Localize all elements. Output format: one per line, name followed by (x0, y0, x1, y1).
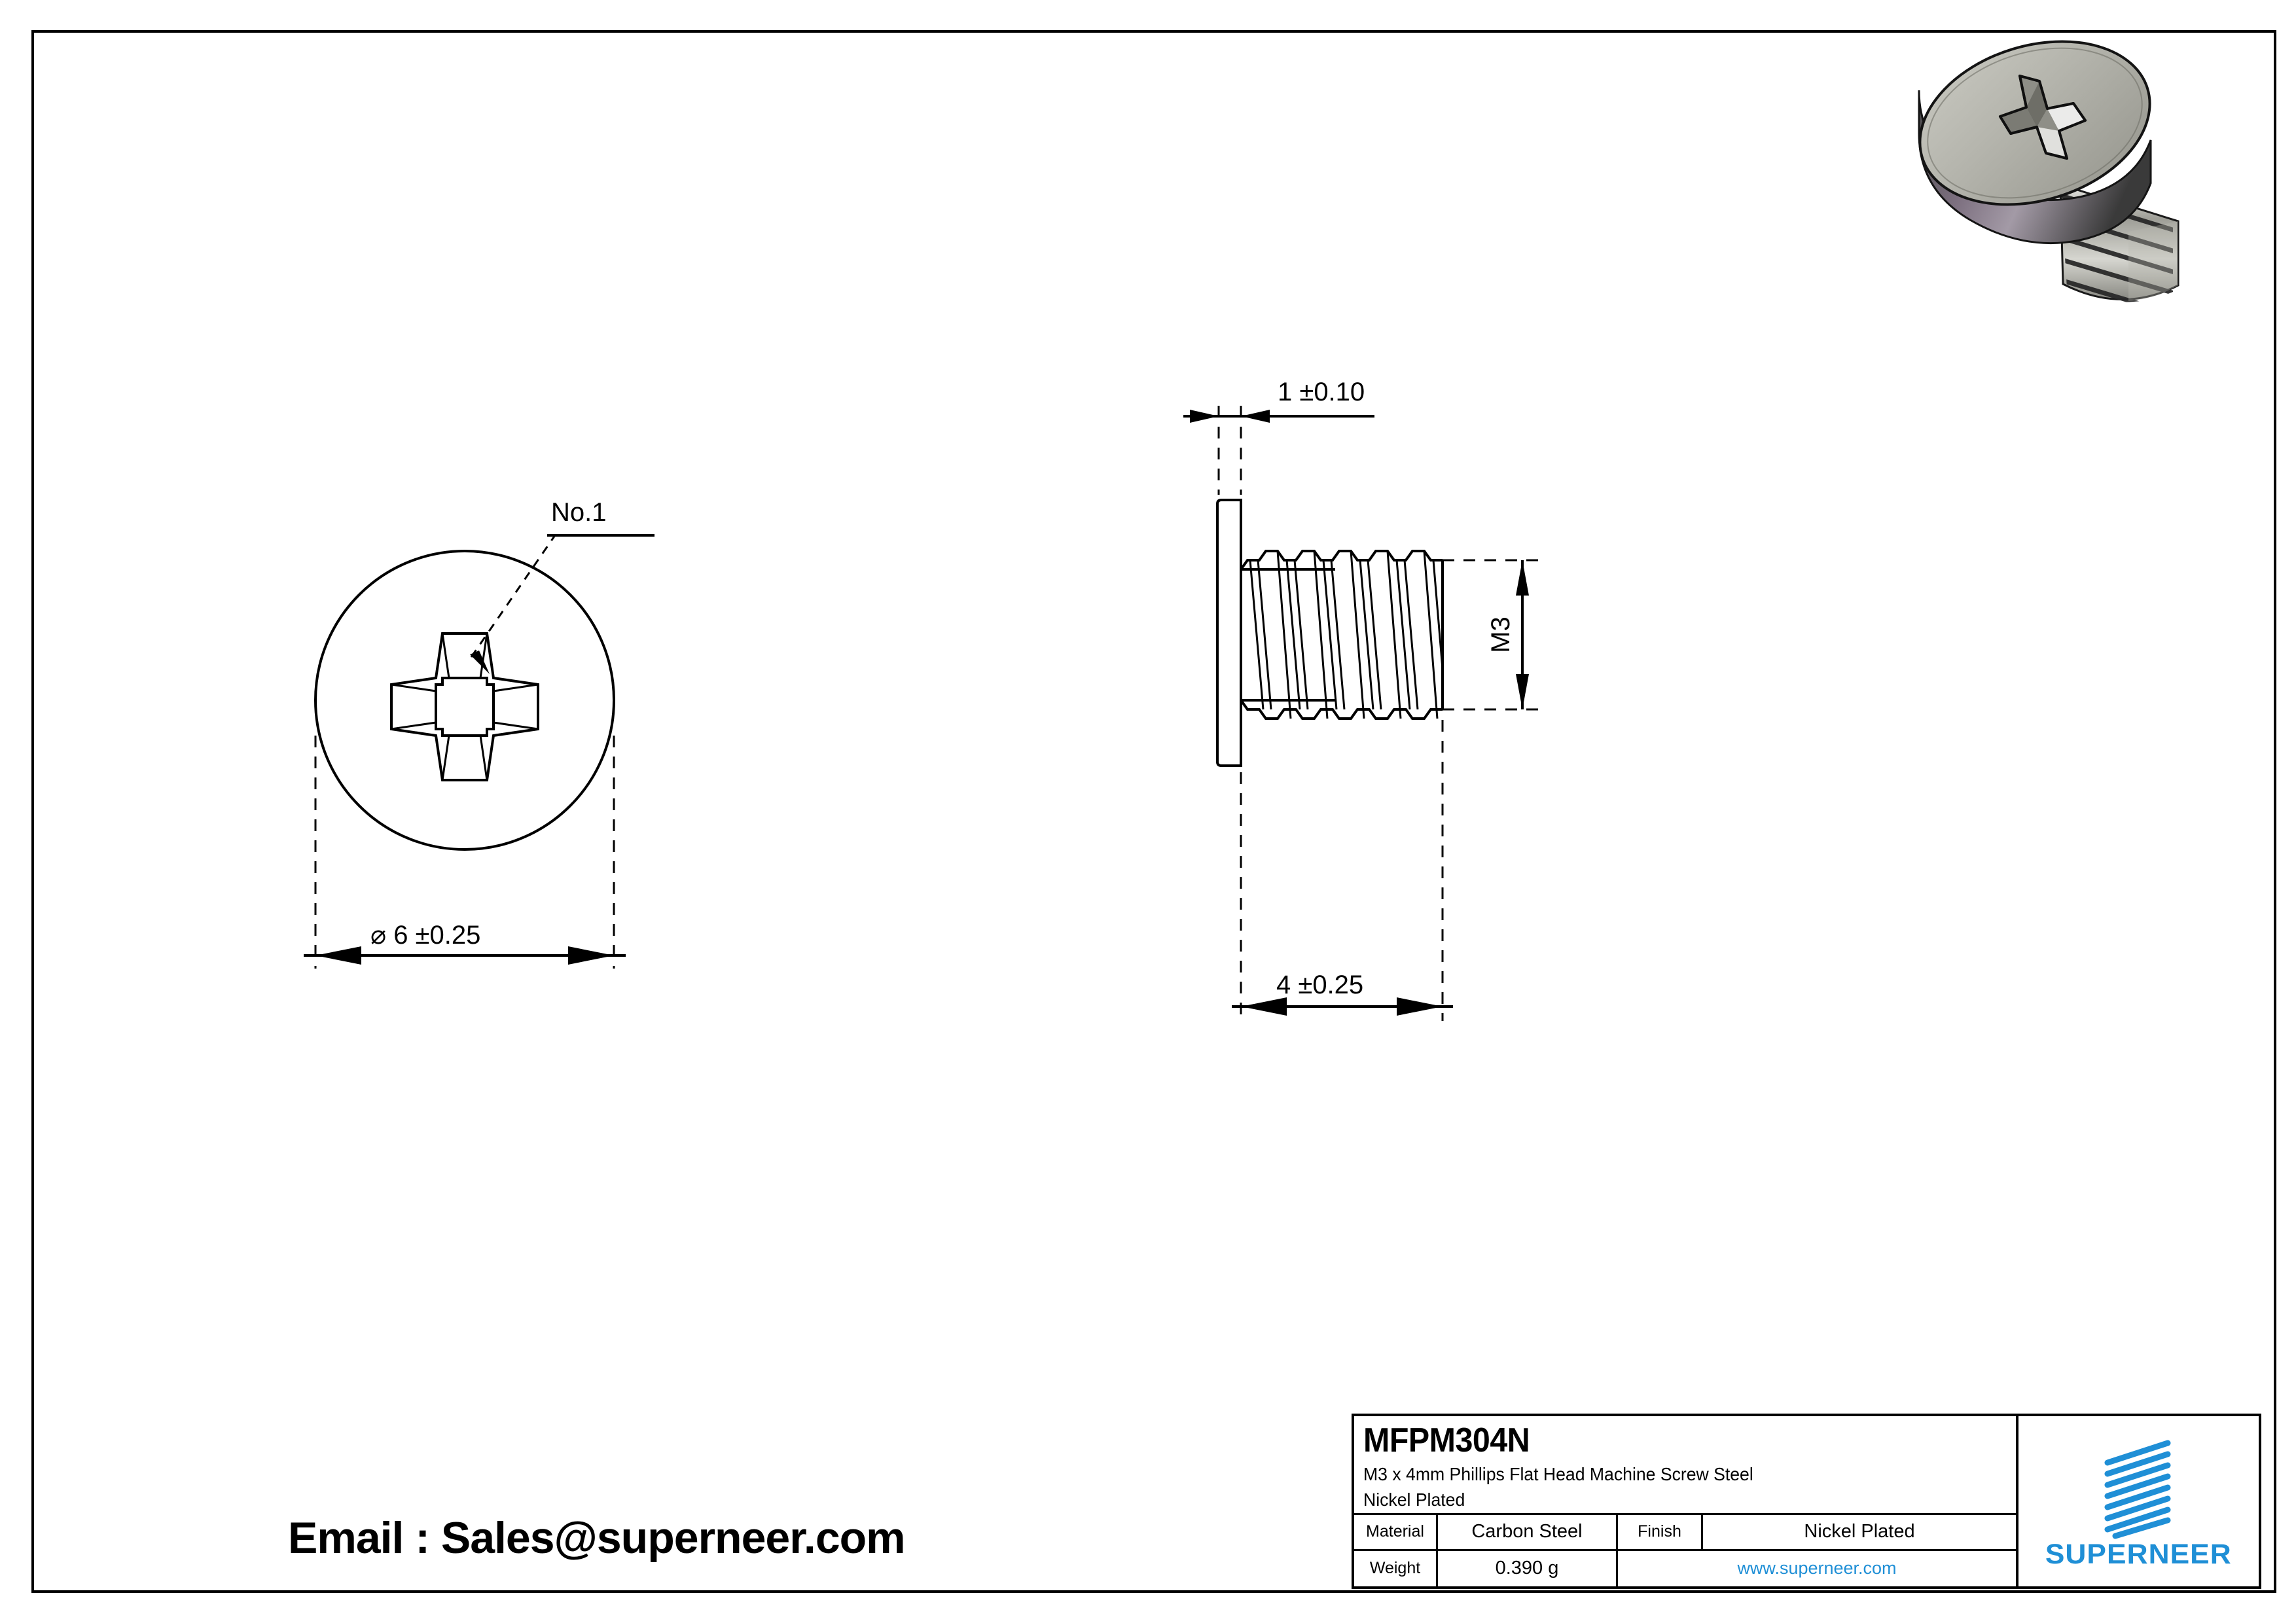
part-number: MFPM304N (1363, 1421, 1530, 1459)
side-view: 1 ±0.10 M3 4 ±0.25 (1178, 366, 1715, 1047)
drive-size-label: No.1 (551, 498, 607, 527)
diameter-dimension-label: ⌀ 6 ±0.25 (370, 921, 480, 950)
screw-3d-render (1892, 18, 2232, 306)
drive-size-leader (470, 534, 655, 674)
phillips-recess-outline (390, 632, 539, 781)
contact-email: Email : Sales@superneer.com (288, 1513, 906, 1563)
material-row: Material Carbon Steel Finish Nickel Plat… (1354, 1515, 2016, 1551)
weight-row: Weight 0.390 g www.superneer.com (1354, 1550, 2016, 1586)
superneer-logo-icon (2100, 1436, 2178, 1539)
render-phillips-recess (1999, 75, 2087, 160)
thread-size-label: M3 (1486, 616, 1515, 653)
brand-logo-block: SUPERNEER (2018, 1416, 2259, 1586)
screw-head-profile (1216, 499, 1242, 767)
front-view: No.1 ⌀ 6 ±0.25 (249, 393, 746, 1034)
drawing-frame-border (31, 30, 2276, 1593)
material-label: Material (1354, 1515, 1438, 1549)
head-outline-circle (314, 550, 615, 851)
title-block-info: MFPM304N M3 x 4mm Phillips Flat Head Mac… (1354, 1416, 2018, 1586)
diameter-dimension (304, 736, 626, 969)
finish-label: Finish (1618, 1515, 1703, 1549)
length-dimension (1232, 720, 1453, 1021)
brand-name: SUPERNEER (2045, 1538, 2232, 1570)
weight-value: 0.390 g (1438, 1550, 1618, 1586)
weight-label: Weight (1354, 1550, 1438, 1586)
title-block: MFPM304N M3 x 4mm Phillips Flat Head Mac… (1352, 1414, 2261, 1589)
thread-size-dimension (1443, 559, 1545, 711)
material-value: Carbon Steel (1438, 1515, 1618, 1549)
description-line-2: Nickel Plated (1363, 1489, 1465, 1510)
website-link[interactable]: www.superneer.com (1737, 1558, 1897, 1578)
finish-value: Nickel Plated (1804, 1521, 1915, 1543)
head-thickness-dimension (1183, 406, 1374, 495)
length-dimension-label: 4 ±0.25 (1276, 971, 1363, 999)
head-thickness-label: 1 ±0.10 (1278, 378, 1365, 406)
title-block-description: MFPM304N M3 x 4mm Phillips Flat Head Mac… (1354, 1416, 2016, 1515)
threaded-shank-profile (1240, 550, 1444, 720)
description-line-1: M3 x 4mm Phillips Flat Head Machine Scre… (1363, 1464, 1753, 1484)
